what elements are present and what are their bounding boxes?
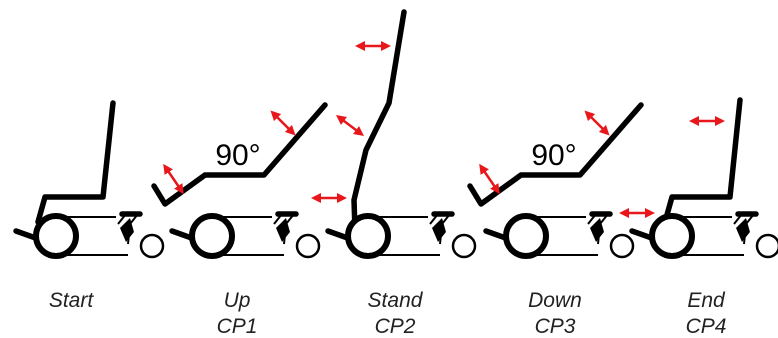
- adjust-arrow-mid: [336, 115, 364, 136]
- phase-stand: Stand CP2: [311, 9, 475, 338]
- phase-label: Start: [49, 289, 95, 312]
- adjust-arrow-leg: [479, 163, 500, 195]
- phase-checkpoint: CP4: [686, 315, 727, 338]
- phase-label: Down: [528, 289, 582, 312]
- adjust-arrow-leg: [163, 163, 184, 195]
- phase-checkpoint: CP3: [535, 315, 576, 338]
- phase-label: Up: [224, 289, 251, 312]
- chair-stand: [328, 9, 475, 257]
- chair-end: [632, 97, 778, 257]
- phase-checkpoint: CP1: [217, 315, 258, 338]
- phase-start: Start: [16, 100, 163, 312]
- chair-down: 90°: [467, 102, 644, 257]
- angle-label: 90°: [531, 139, 576, 172]
- phase-down: 90° Down CP3: [467, 102, 644, 338]
- phase-up: 90° Up CP1: [151, 102, 328, 338]
- angle-label: 90°: [215, 139, 260, 172]
- phase-checkpoint: CP2: [375, 315, 416, 338]
- chair-up: 90°: [151, 102, 328, 257]
- chair-start: [16, 100, 163, 257]
- adjust-arrow-back: [584, 110, 610, 136]
- phase-label: End: [687, 289, 726, 312]
- phase-label: Stand: [368, 289, 424, 312]
- phase-end: End CP4: [619, 97, 778, 338]
- adjust-arrow-back: [270, 110, 296, 136]
